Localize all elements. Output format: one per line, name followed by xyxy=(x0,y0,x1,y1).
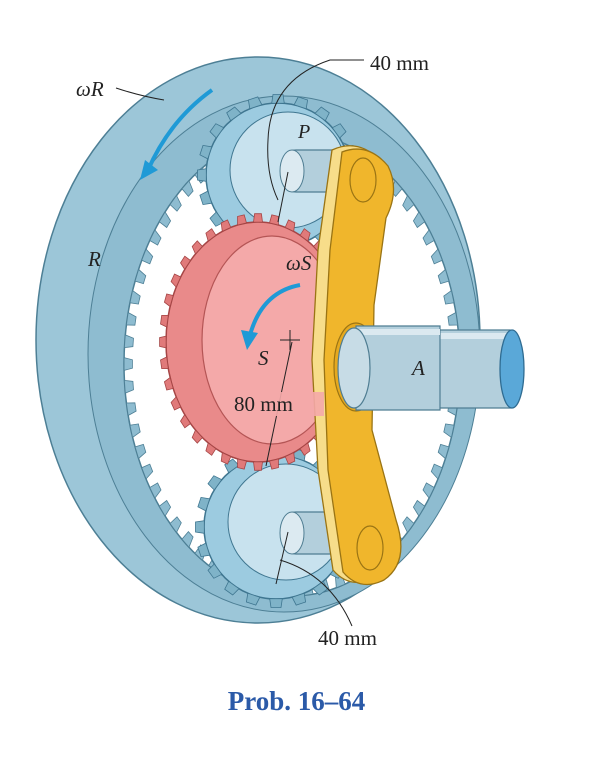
gear-tooth xyxy=(437,268,450,285)
planet-gear-bottom xyxy=(195,446,357,608)
gear-tooth xyxy=(422,229,435,246)
gear-tooth xyxy=(199,190,213,206)
gear-tooth xyxy=(169,194,182,212)
problem-caption: Prob. 16–64 xyxy=(227,686,366,716)
gear-tooth xyxy=(180,413,192,429)
gear-tooth xyxy=(237,214,248,226)
sun-S-label: S xyxy=(258,346,269,370)
gear-tooth xyxy=(314,106,330,122)
gear-tooth xyxy=(207,475,223,491)
ring-R-label: R xyxy=(87,247,101,271)
gear-tooth xyxy=(158,211,172,229)
dim-bottom-label: 40 mm xyxy=(318,626,377,650)
omega-S-arrow xyxy=(241,283,301,350)
gear-tooth xyxy=(123,357,133,371)
gear-tooth xyxy=(205,442,217,456)
gear-tooth xyxy=(220,452,232,465)
gear-tooth xyxy=(170,273,182,288)
gear-tooth xyxy=(197,542,211,558)
gear-tooth xyxy=(149,229,162,246)
omega-R-arrow xyxy=(140,88,214,180)
gear-tooth xyxy=(443,423,455,439)
gear-tooth xyxy=(299,228,311,242)
gear-tooth xyxy=(237,458,248,470)
gear-tooth xyxy=(181,530,194,549)
gear-tooth xyxy=(181,179,194,198)
gear-tooth xyxy=(191,429,203,444)
gear-tooth xyxy=(271,94,285,104)
gear-tooth xyxy=(268,214,279,226)
gear-tooth xyxy=(209,123,225,139)
gear-tooth xyxy=(141,248,154,265)
gear-tooth xyxy=(160,314,169,328)
gear-tooth xyxy=(253,213,263,223)
gear-tooth xyxy=(134,268,147,285)
gear-tooth xyxy=(149,482,162,499)
gear-tooth xyxy=(331,123,347,139)
gear-tooth xyxy=(430,248,443,265)
gear-tooth xyxy=(220,219,232,232)
gear-tooth xyxy=(402,516,415,534)
gear-tooth xyxy=(125,402,137,417)
omega-R-label: ωR xyxy=(76,77,104,101)
gear-tooth xyxy=(253,461,263,471)
gear-tooth xyxy=(170,396,182,411)
gear-tooth xyxy=(247,96,263,110)
gear-tooth xyxy=(207,563,223,579)
gear-tooth xyxy=(169,516,182,534)
gear-tooth xyxy=(299,442,311,456)
gear-tooth xyxy=(180,255,192,271)
dim-top-label: 40 mm xyxy=(370,51,429,75)
gear-tooth xyxy=(141,463,154,480)
gear-tooth xyxy=(197,168,207,182)
gear-tooth xyxy=(158,499,172,517)
gear-tooth xyxy=(284,219,296,232)
carrier-arm xyxy=(311,145,441,586)
omega-S-label: ωS xyxy=(286,251,312,275)
gear-tooth xyxy=(191,240,203,255)
dim-mid-label: 80 mm xyxy=(234,392,293,416)
gear-tooth xyxy=(437,443,450,460)
gear-tooth xyxy=(195,520,205,534)
gear-tooth xyxy=(412,499,426,517)
gear-tooth xyxy=(163,376,174,391)
gear-tooth xyxy=(443,289,455,305)
gear-tooth xyxy=(159,335,167,349)
gear-tooth xyxy=(226,106,242,122)
gear-tooth xyxy=(134,443,147,460)
gear-tooth xyxy=(268,458,279,470)
gear-tooth xyxy=(197,496,211,512)
gear-tooth xyxy=(123,379,134,394)
gear-tooth xyxy=(245,592,261,606)
gear-tooth xyxy=(430,463,443,480)
gear-tooth xyxy=(129,423,141,439)
gear-tooth xyxy=(269,598,283,608)
gear-tooth xyxy=(284,452,296,465)
gear-tooth xyxy=(291,592,307,606)
gear-tooth xyxy=(163,293,174,308)
gear-tooth xyxy=(199,144,213,160)
gear-tooth xyxy=(125,311,137,326)
gear-tooth xyxy=(209,211,225,227)
planet-P-label: P xyxy=(297,121,310,143)
gear-tooth xyxy=(123,334,134,349)
gear-tooth xyxy=(224,580,240,596)
gear-tooth xyxy=(447,311,459,326)
gear-tooth xyxy=(293,96,309,110)
shaft-A-label: A xyxy=(410,356,425,380)
gear-tooth xyxy=(422,482,435,499)
gear-tooth xyxy=(160,356,169,370)
gear-tooth xyxy=(402,194,415,212)
gear-tooth xyxy=(412,211,426,229)
gear-tooth xyxy=(129,289,141,305)
gear-tooth xyxy=(205,228,217,242)
